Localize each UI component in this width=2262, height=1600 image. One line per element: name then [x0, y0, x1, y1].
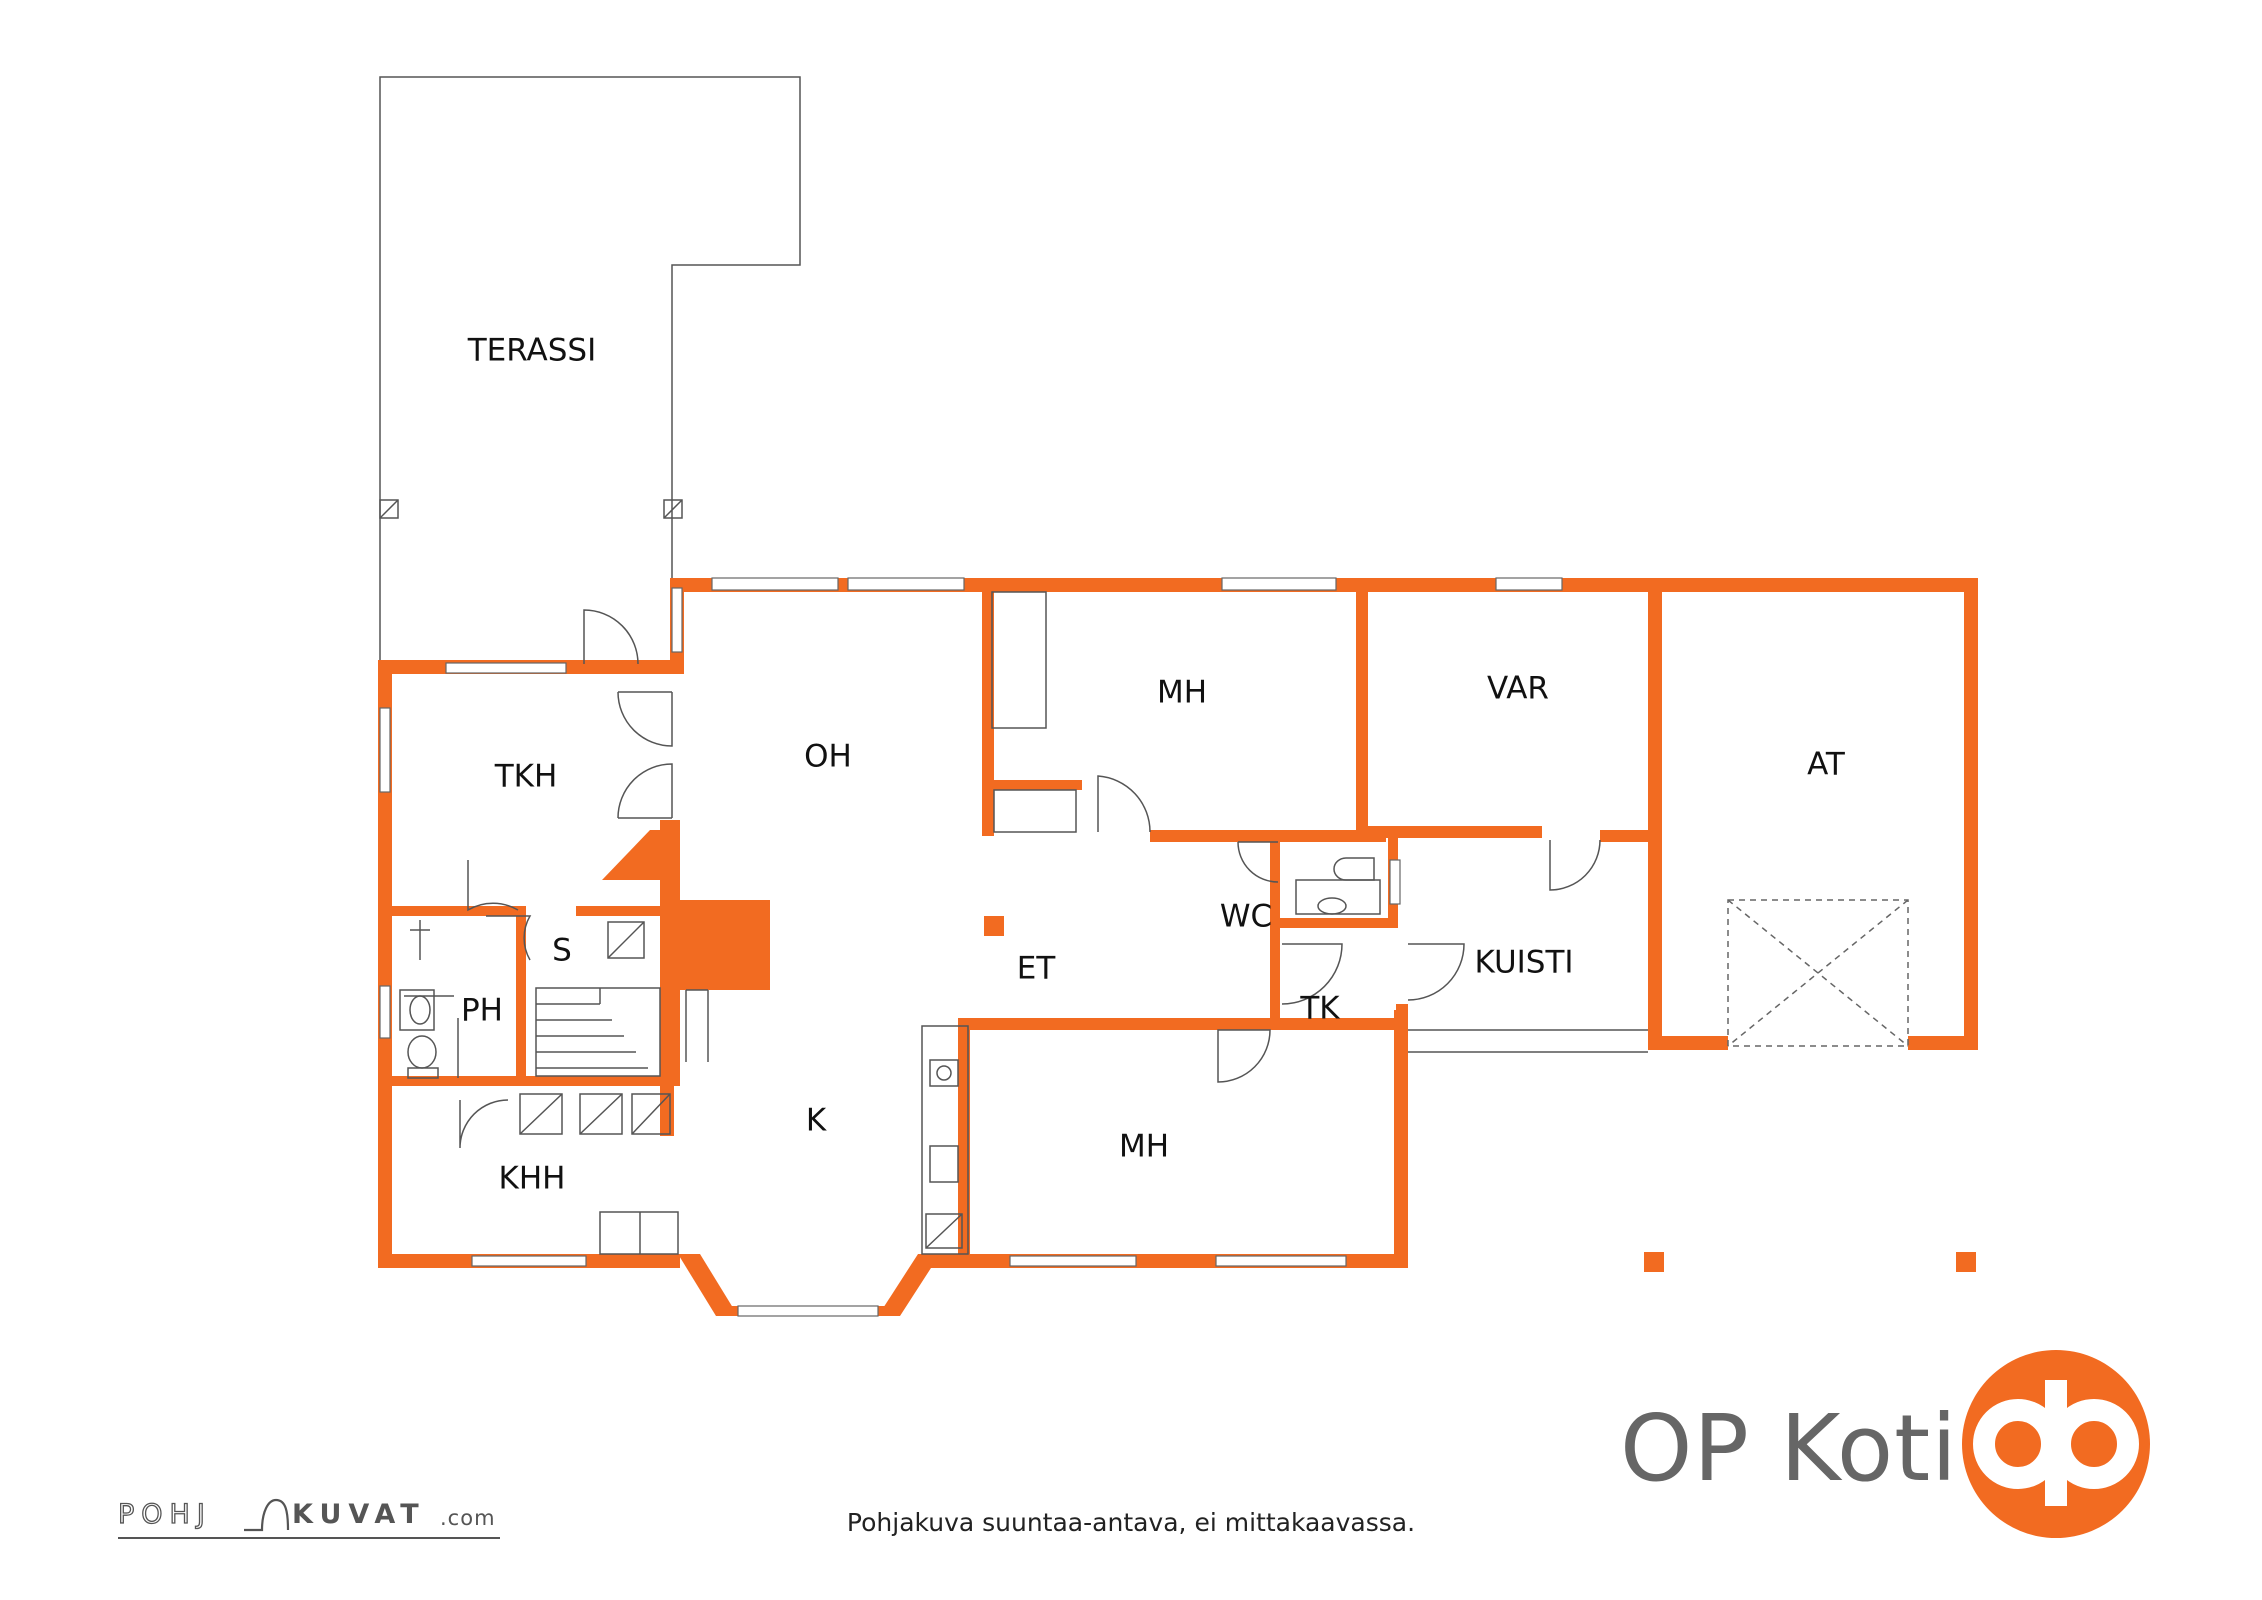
room-label-at: AT: [1807, 747, 1846, 783]
room-label-et: ET: [1017, 951, 1057, 987]
disclaimer-text: Pohjakuva suuntaa-antava, ei mittakaavas…: [846, 1508, 1416, 1537]
fixtures: [399, 591, 1381, 1255]
room-label-khh: KHH: [499, 1161, 566, 1197]
room-label-ph: PH: [461, 993, 503, 1029]
doors: [459, 609, 1601, 1149]
windows: [379, 577, 1563, 1317]
room-label-mh-top: MH: [1157, 675, 1207, 711]
room-label-kuisti: KUISTI: [1474, 945, 1573, 981]
room-label-wc: WC: [1220, 899, 1272, 935]
room-label-terassi: TERASSI: [467, 333, 597, 369]
op-logo-icon: [1962, 1350, 2150, 1538]
room-label-mh-bottom: MH: [1119, 1129, 1169, 1165]
pohjakuvat-logo-domain: .com: [440, 1506, 496, 1530]
terrace-outline: [379, 76, 801, 660]
brand-name: OP Koti: [1620, 1395, 1958, 1502]
room-label-tk: TK: [1299, 991, 1340, 1027]
room-label-tkh: TKH: [494, 759, 558, 795]
pohjakuvat-logo: POHJ KUVAT .com: [117, 1498, 500, 1539]
pohjakuvat-logo-left: POHJ: [118, 1499, 212, 1530]
room-label-s: S: [552, 933, 572, 969]
room-label-k: K: [806, 1103, 827, 1139]
pohjakuvat-logo-right: KUVAT: [292, 1499, 426, 1530]
room-label-var: VAR: [1487, 671, 1549, 707]
stairs: [535, 921, 661, 1077]
room-label-oh: OH: [804, 739, 852, 775]
garage-door-outline: [1408, 899, 1909, 1053]
column-posts: [984, 916, 1976, 1272]
